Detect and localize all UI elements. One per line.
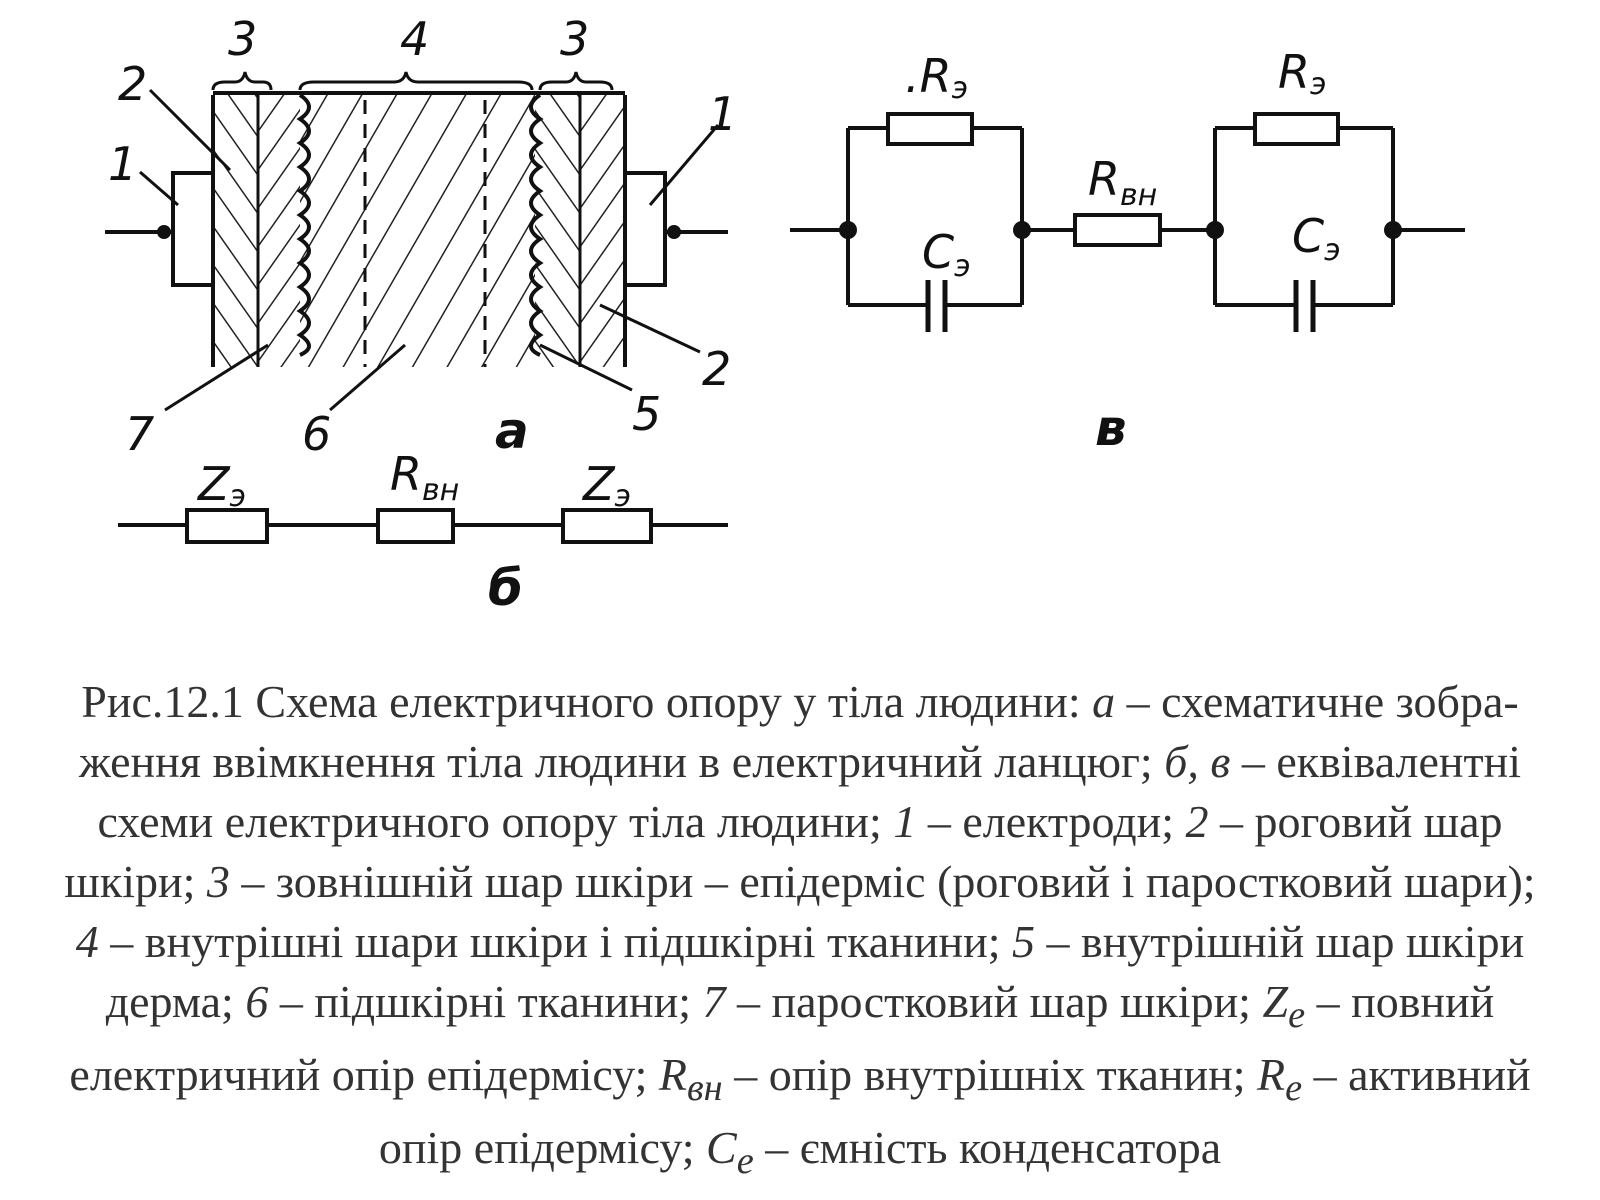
callout-4: 4 <box>400 12 429 66</box>
electrode-left <box>171 171 215 287</box>
caption-text: дерма; <box>105 976 246 1027</box>
caption-text: – внутрішні шари шкіри і підшкірні ткани… <box>98 916 1012 967</box>
label-r-internal: Rвн <box>390 447 459 508</box>
callout-3-left: 3 <box>228 12 257 66</box>
caption-ref-3: 3 <box>206 856 230 907</box>
caption-text: – внутрішній шар шкіри <box>1034 916 1525 967</box>
caption-ref-6: 6 <box>245 976 269 1027</box>
caption-text: – зовнішній шар шкіри – епідерміс (рогов… <box>229 856 1536 907</box>
label-re-left: .Rэ <box>905 49 968 106</box>
callout-3-right: 3 <box>560 12 589 66</box>
caption-ref-4: 4 <box>75 916 99 967</box>
layer-right-outer <box>580 95 625 367</box>
papillae-right <box>529 93 544 357</box>
layer-right-dermis <box>535 95 580 367</box>
caption-text: – паростковий шар шкіри; <box>725 976 1263 1027</box>
layer-subcutaneous <box>300 95 535 367</box>
callout-2-right: 2 <box>702 342 731 396</box>
panel-label-c: в <box>1095 399 1127 457</box>
callout-1-right: 1 <box>708 87 737 141</box>
caption-sym-c: Cе <box>706 1122 754 1183</box>
layer-left-outer <box>213 95 258 367</box>
resistor-r-internal <box>376 508 455 544</box>
caption-text: – повний <box>1305 976 1495 1027</box>
diagram-c-equivalent-rc: .Rэ Cэ Rвн Rэ Cэ в <box>790 45 1465 457</box>
caption-text: – ємність конденсатора <box>753 1122 1222 1174</box>
caption-text: електричний опір епідермісу; <box>69 1049 659 1101</box>
label-ce-right: Cэ <box>1292 209 1341 268</box>
caption-sym-z: Zе <box>1262 976 1306 1037</box>
caption-text: – електроди; <box>916 796 1186 847</box>
callout-1-left: 1 <box>108 137 137 191</box>
caption-ref-5: 5 <box>1011 916 1035 967</box>
resistor-z-left <box>185 508 269 544</box>
caption-sym-r: Rвн <box>658 1049 723 1110</box>
caption-ref-7: 7 <box>702 976 726 1027</box>
resistor-z-right <box>561 508 653 544</box>
caption-text: – активний <box>1302 1049 1531 1101</box>
electrode-right <box>623 171 667 287</box>
panel-label-b: б <box>488 559 523 617</box>
caption-text: – опір внутрішніх тканин; <box>722 1049 1257 1101</box>
caption-sym-re: Rе <box>1257 1049 1303 1110</box>
callout-6: 6 <box>302 407 331 461</box>
callout-5: 5 <box>632 387 661 441</box>
label-z-left: Zэ <box>196 457 246 514</box>
label-z-right: Zэ <box>581 457 631 514</box>
label-re-right: Rэ <box>1278 45 1326 102</box>
caption-text: схеми електричного опору тіла людини; <box>97 796 894 847</box>
caption-text: ження ввімкнення тіла людини в електричн… <box>78 736 1165 787</box>
figure-caption: Рис.12.1 Схема електричного опору у тіла… <box>30 672 1570 1192</box>
caption-ref-1: 1 <box>893 796 917 847</box>
caption-text: – підшкірні тканини; <box>268 976 703 1027</box>
caption-ref-a: а <box>1092 676 1116 727</box>
caption-text: – роговий шар <box>1208 796 1503 847</box>
callout-7: 7 <box>125 407 154 461</box>
diagram-a-skin-section: 1 2 3 4 3 1 2 5 6 7 а <box>105 12 737 461</box>
diagram-b-equivalent-series: Zэ Rвн Zэ б <box>118 447 728 617</box>
callout-2-left: 2 <box>118 57 147 111</box>
papillae-left <box>296 93 311 357</box>
layer-left-germinative <box>258 95 300 367</box>
resistor-re-left <box>886 112 974 146</box>
label-ce-left: Cэ <box>922 225 971 284</box>
caption-ref-2: 2 <box>1185 796 1209 847</box>
caption-text: – схематичне зобра- <box>1115 676 1519 727</box>
caption-text: опір епідермісу; <box>378 1122 707 1174</box>
caption-text: шкіри; <box>64 856 207 907</box>
resistor-r-internal-c <box>1073 213 1162 247</box>
panel-label-a: а <box>495 402 529 460</box>
caption-ref-bv: б, в <box>1164 736 1231 787</box>
caption-text: Рис.12.1 Схема електричного опору у тіла… <box>81 676 1093 727</box>
caption-text: – еквівалентні <box>1230 736 1522 787</box>
resistor-re-right <box>1253 112 1340 146</box>
figure-diagrams: 1 2 3 4 3 1 2 5 6 7 а Zэ Rвн Zэ б <box>105 12 1465 617</box>
label-r-internal-c: Rвн <box>1088 152 1157 213</box>
